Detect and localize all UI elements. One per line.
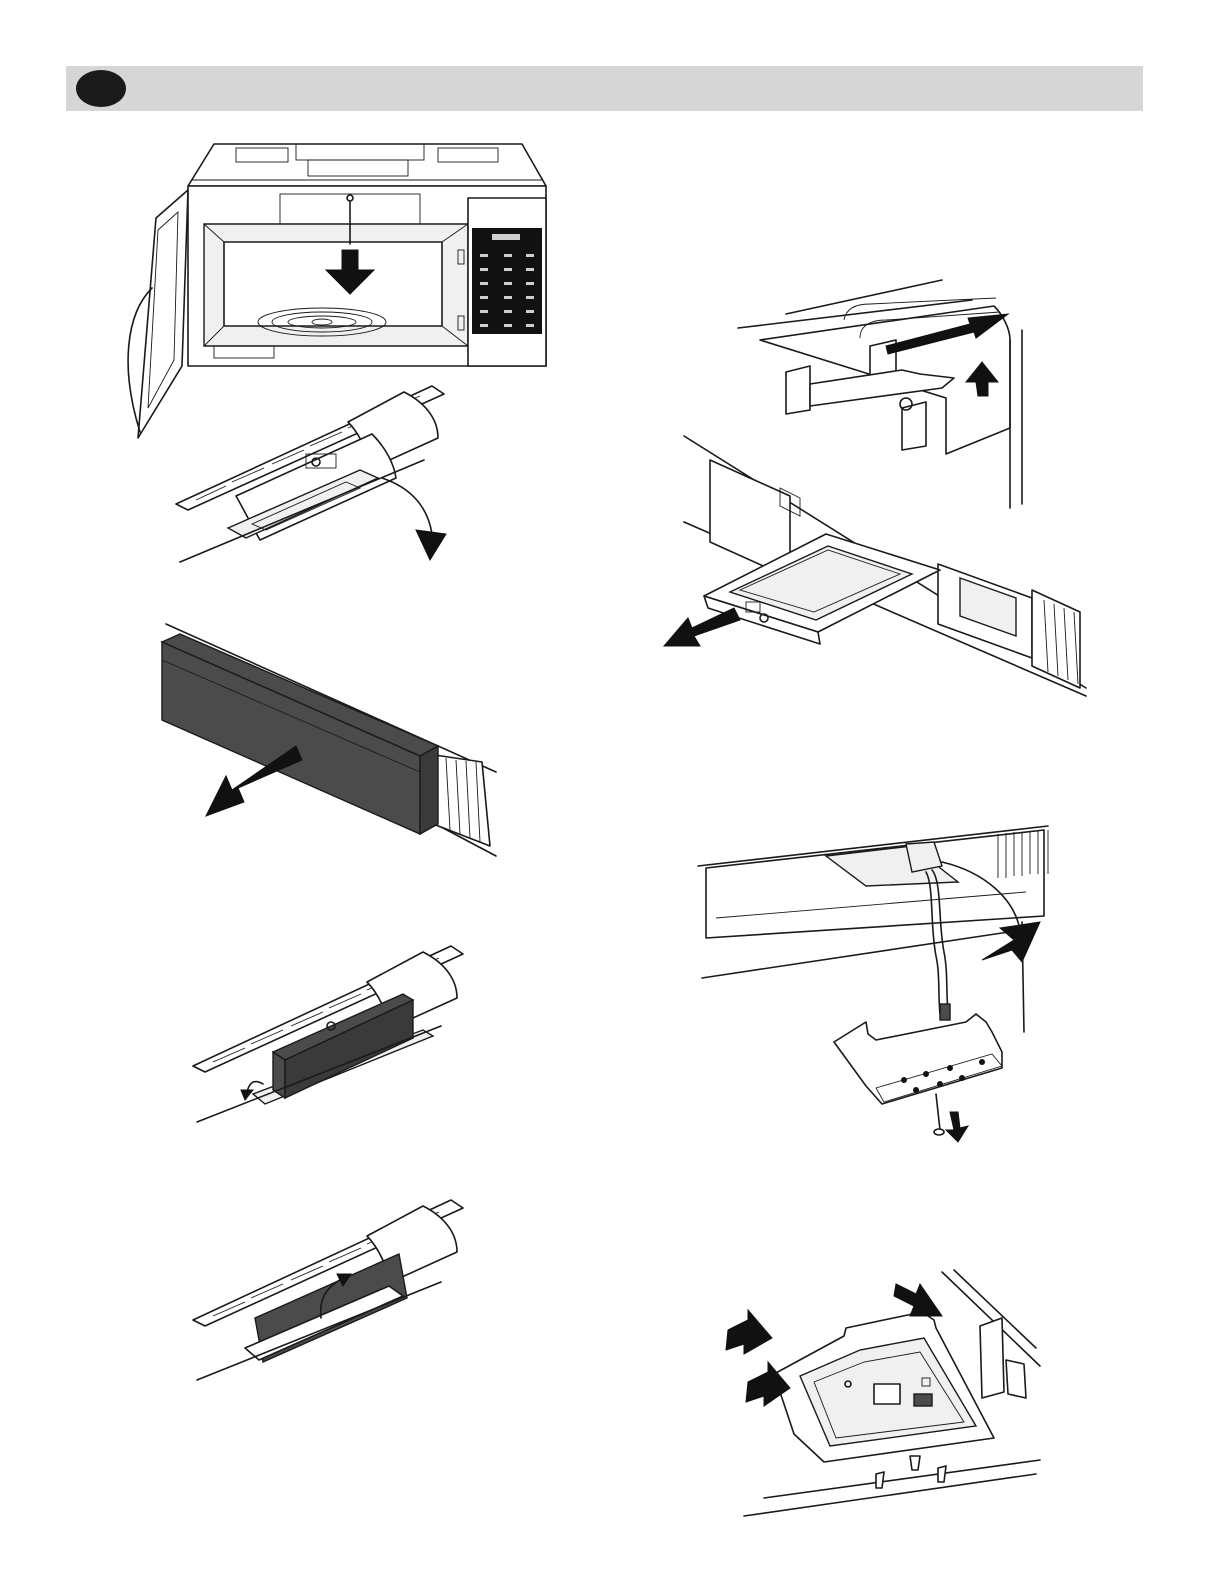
figure-remove-charcoal-filter: [156, 622, 500, 862]
vent-cover-icon: [176, 378, 448, 568]
figure-light-socket-tabs: [724, 1266, 1040, 1520]
charcoal-filter-icon: [156, 622, 500, 862]
filter-in-vent-icon: [193, 940, 467, 1130]
figure-close-filter-cover: [193, 1194, 467, 1384]
grease-filter-icon: [660, 278, 1100, 700]
light-socket-housing-icon: [724, 1266, 1040, 1520]
section-header-bar: [66, 66, 1143, 111]
figure-remove-light-housing: [696, 822, 1066, 1144]
vent-cover-closing-icon: [193, 1194, 467, 1384]
figure-remove-grease-filter: [660, 278, 1100, 700]
light-housing-icon: [696, 822, 1066, 1144]
section-marker-dot: [76, 70, 126, 107]
figure-open-filter-cover: [176, 378, 448, 568]
figure-insert-filter: [193, 940, 467, 1130]
